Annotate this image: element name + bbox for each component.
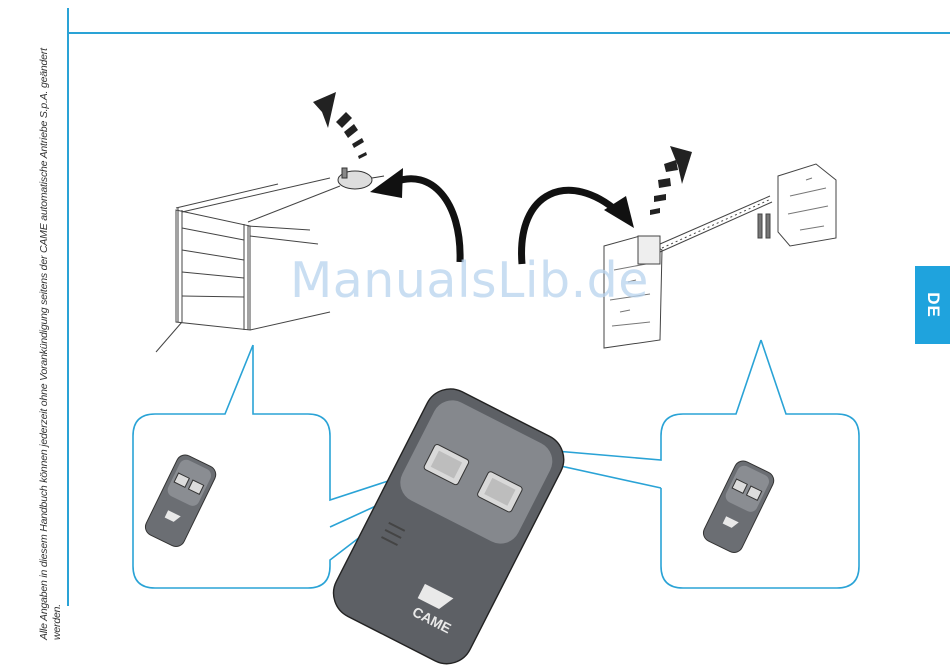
curved-arrow-icon	[370, 168, 460, 262]
remote-control-illustration	[142, 452, 218, 550]
remote-control-illustration: CAME	[325, 380, 573, 671]
watermark: ManualsLib.de	[290, 252, 649, 309]
motion-arrow-icon	[313, 92, 367, 159]
motion-arrow-icon	[650, 146, 692, 215]
remote-control-illustration	[700, 458, 776, 556]
